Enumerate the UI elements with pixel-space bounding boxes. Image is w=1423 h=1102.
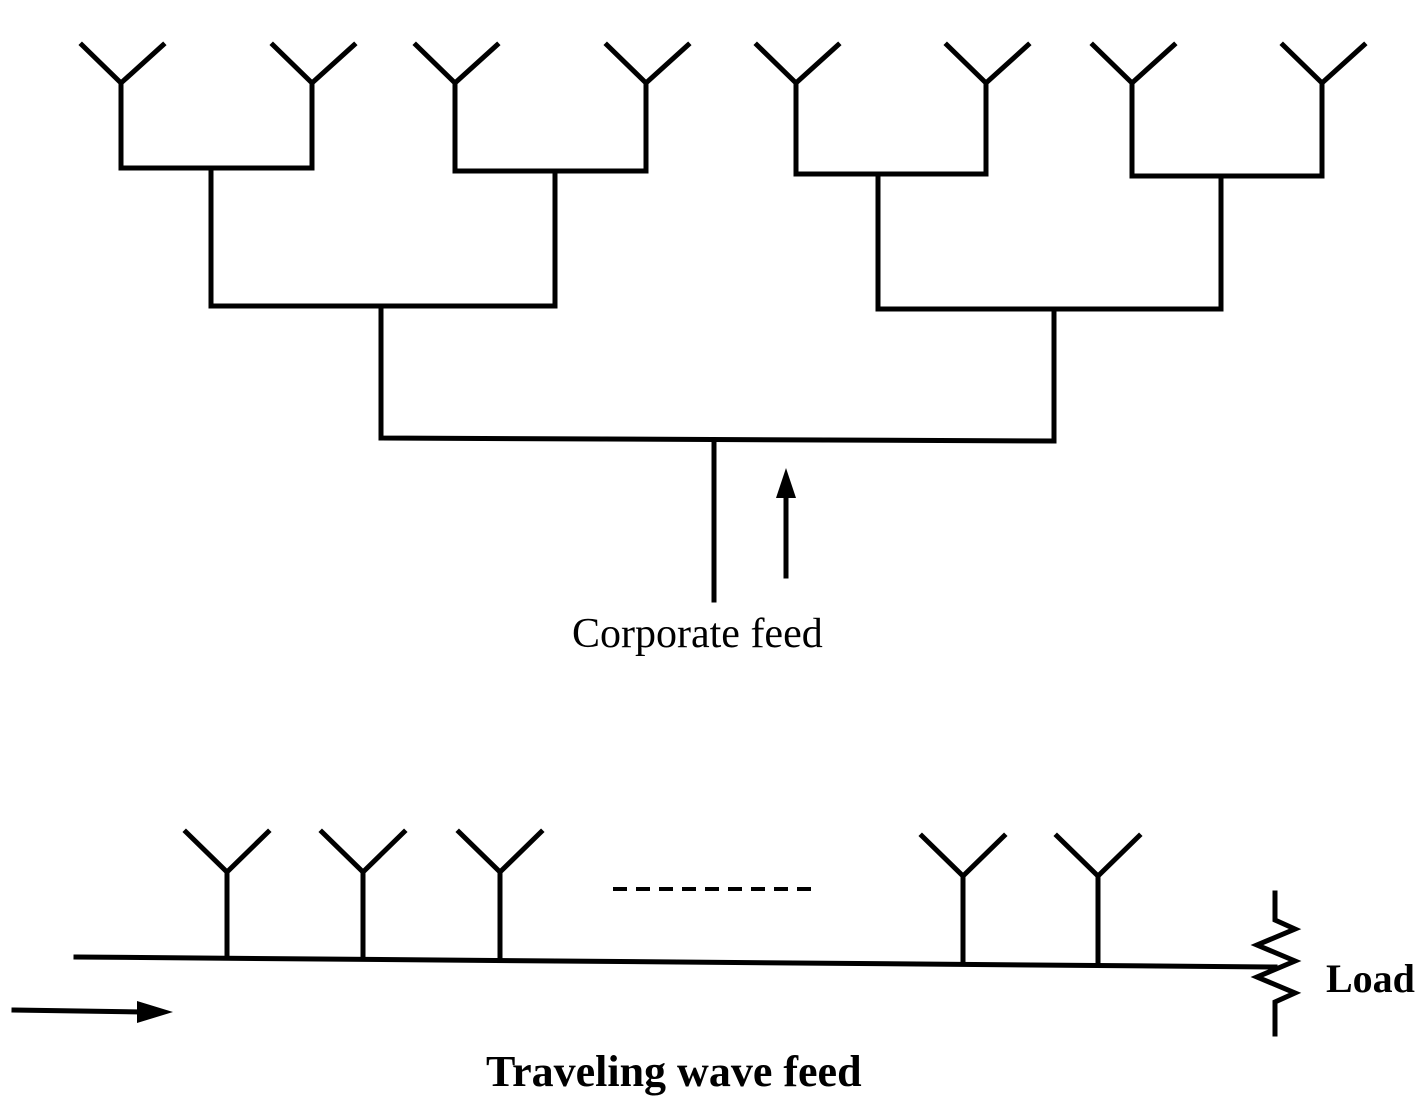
antenna-icon bbox=[753, 41, 842, 177]
antenna-icon bbox=[1089, 41, 1178, 179]
transmission-line bbox=[73, 954, 1278, 970]
combiner-line bbox=[875, 171, 1224, 312]
antenna-icon bbox=[412, 41, 501, 174]
antenna-icon bbox=[943, 41, 1032, 177]
combiner-line bbox=[208, 165, 558, 309]
antenna-icon bbox=[78, 41, 167, 171]
corporate-feed-network bbox=[78, 41, 1368, 603]
antenna-icon bbox=[1053, 832, 1143, 968]
corporate-feed-label: Corporate feed bbox=[572, 611, 823, 657]
feed-arrow-right-icon bbox=[11, 1001, 173, 1023]
antenna-icon bbox=[182, 828, 272, 960]
antenna-icon bbox=[603, 41, 692, 174]
feed-arrow-up-icon bbox=[776, 468, 796, 579]
traveling-wave-feed-label: Traveling wave feed bbox=[486, 1047, 862, 1096]
combiner-line bbox=[378, 303, 1057, 444]
load-label: Load bbox=[1326, 956, 1415, 1001]
antenna-icon bbox=[1279, 41, 1368, 179]
traveling-wave-network bbox=[73, 828, 1302, 1037]
antenna-icon bbox=[918, 832, 1008, 967]
antenna-icon bbox=[455, 828, 545, 962]
antenna-icon bbox=[318, 828, 408, 961]
load-resistor-icon bbox=[1250, 890, 1302, 1037]
antenna-icon bbox=[269, 41, 358, 171]
